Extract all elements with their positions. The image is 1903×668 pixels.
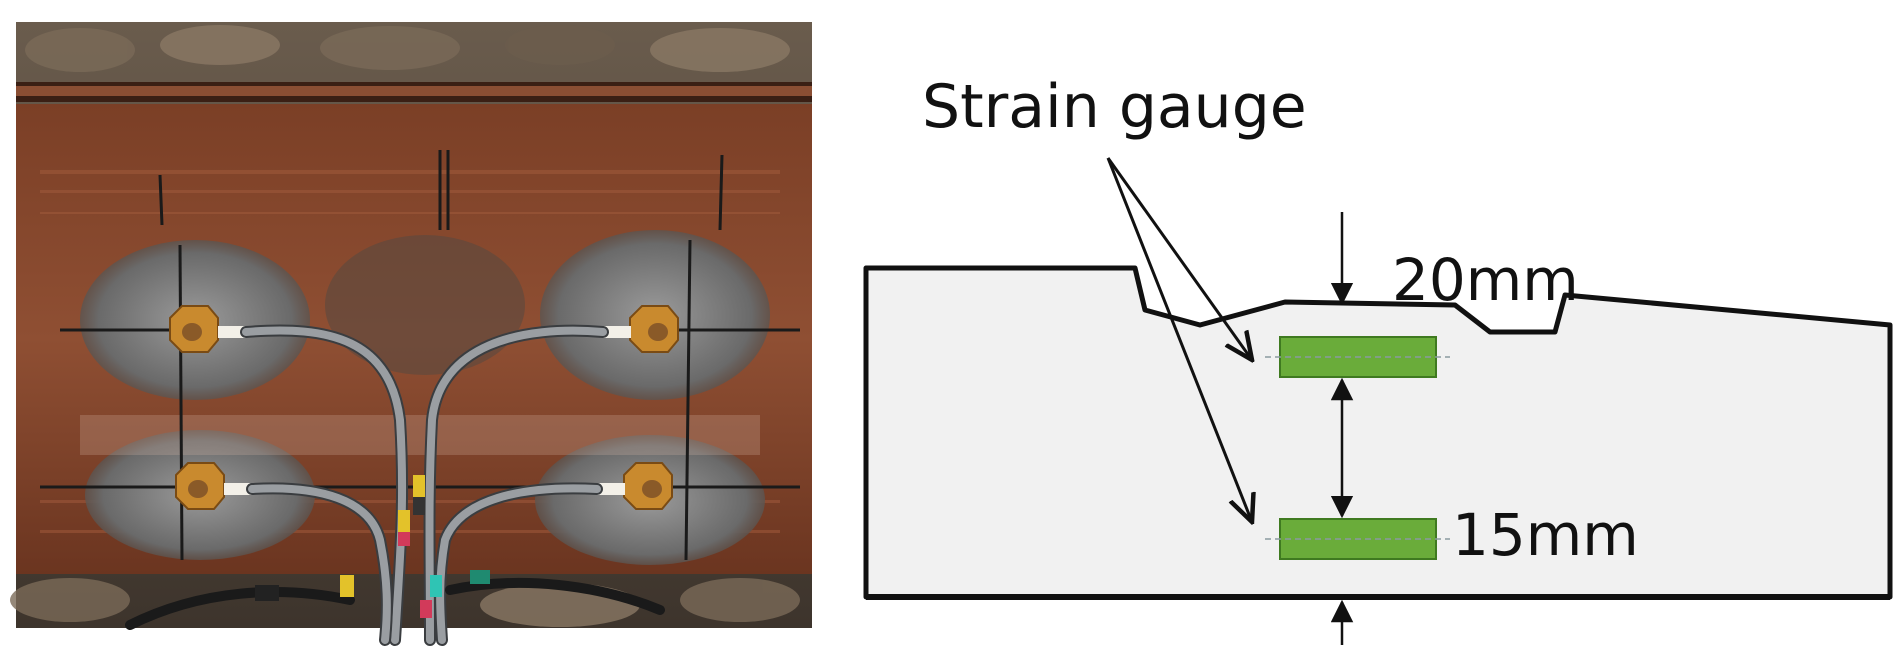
dimension-label-20mm: 20mm [1392, 246, 1579, 314]
rail-photo [10, 22, 812, 646]
leader-line-bottom [1106, 157, 1252, 522]
cable-tags [255, 475, 490, 618]
rail-head [16, 86, 812, 96]
gauge-pad-bl [175, 462, 252, 510]
strain-gauge-label: Strain gauge [922, 72, 1307, 142]
strain-gauge-bottom [1265, 518, 1450, 560]
ground-patch-center [325, 235, 525, 375]
gauge-pad-tl [169, 305, 246, 353]
dimension-label-15mm: 15mm [1452, 501, 1639, 569]
rail-cross-section-diagram: Strain gauge 20mm 15mm [863, 72, 1893, 645]
gauge-pad-br [597, 462, 673, 510]
gauge-cables [125, 324, 665, 646]
strain-gauge-pads [169, 305, 679, 510]
reflection-band [80, 415, 760, 455]
strain-gauge-top [1265, 336, 1450, 378]
leader-line-top [1106, 157, 1252, 360]
gauge-pad-tr [603, 305, 679, 353]
